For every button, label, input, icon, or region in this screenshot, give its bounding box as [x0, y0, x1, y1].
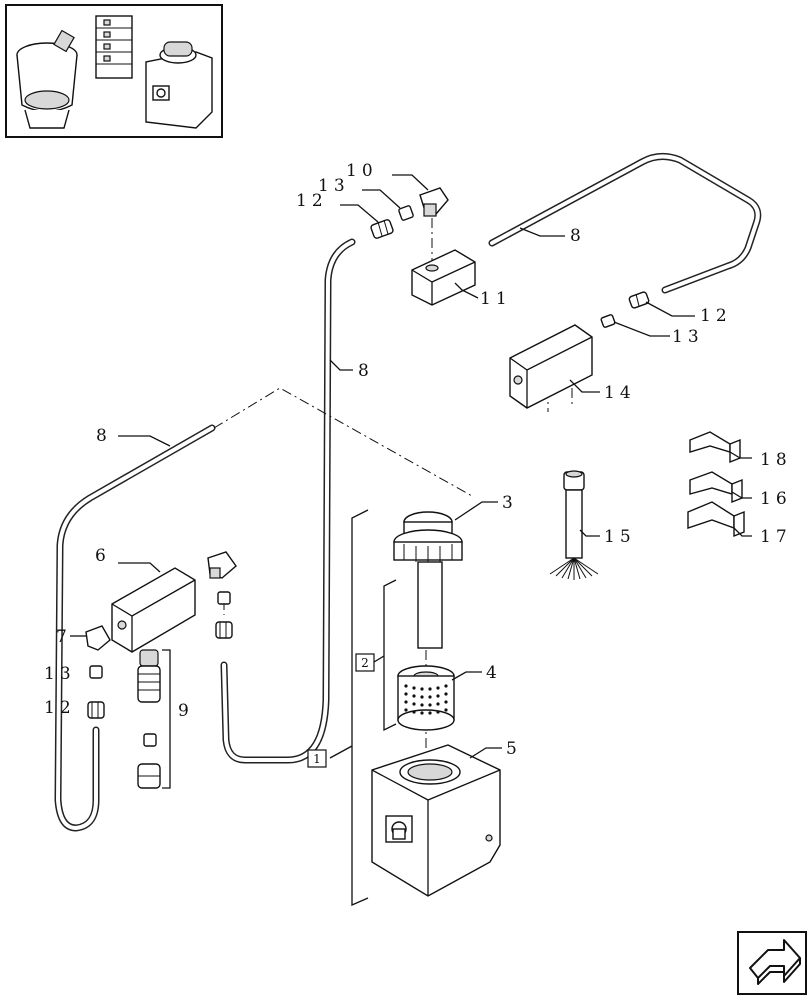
callout-8: 8	[96, 426, 112, 446]
callout-10: 10	[346, 161, 378, 181]
adapter-fitting-center[interactable]	[215, 591, 233, 639]
bracket-16[interactable]	[689, 471, 743, 504]
adapter-13-right[interactable]	[600, 314, 616, 328]
callout-14: 14	[604, 383, 636, 403]
callout-17: 17	[760, 527, 792, 547]
bracket-17[interactable]	[687, 501, 745, 538]
callout-3: 3	[502, 493, 518, 513]
tube-upper-right	[488, 153, 762, 294]
callout-8: 8	[570, 226, 586, 246]
callout-13: 13	[44, 664, 76, 684]
callout-12: 12	[296, 191, 328, 211]
svg-text:1: 1	[313, 752, 321, 766]
junction-block-11[interactable]	[411, 249, 476, 306]
adapter-13-top[interactable]	[398, 205, 414, 221]
nipple-12-top[interactable]	[370, 219, 394, 239]
grease-fitting-9[interactable]	[137, 649, 161, 789]
callout-11: 11	[480, 289, 512, 309]
callout-8: 8	[358, 361, 374, 381]
filter-element-4[interactable]	[397, 665, 455, 731]
filter-housing-5[interactable]	[371, 744, 501, 897]
elbow-fitting-6-top[interactable]	[207, 551, 237, 579]
adapter-13-left[interactable]	[89, 665, 103, 679]
bracket-18[interactable]	[689, 431, 741, 464]
group-box-2: 2	[355, 653, 375, 672]
dipstick-brush-15[interactable]	[549, 470, 599, 580]
callout-5: 5	[506, 739, 522, 759]
leader-lines	[70, 174, 752, 759]
callout-7: 7	[56, 627, 72, 647]
elbow-fitting-10[interactable]	[419, 187, 449, 217]
group-bracket-2	[373, 579, 397, 732]
distributor-block-6[interactable]	[111, 567, 196, 653]
callout-4: 4	[486, 663, 502, 683]
group-bracket-1	[329, 509, 369, 906]
nipple-12-left[interactable]	[87, 701, 105, 719]
assembly-overview-icon[interactable]	[5, 4, 223, 138]
callout-6: 6	[95, 546, 111, 566]
callout-9: 9	[178, 701, 194, 721]
nipple-12-right[interactable]	[628, 291, 650, 309]
callout-12: 12	[700, 306, 732, 326]
callout-13: 13	[672, 327, 704, 347]
callout-18: 18	[760, 450, 792, 470]
next-page-arrow-icon[interactable]	[737, 931, 807, 995]
tube-left	[54, 424, 216, 832]
group-box-1: 1	[307, 749, 327, 768]
callout-16: 16	[760, 489, 792, 509]
connection-line	[213, 387, 473, 497]
tube-center	[220, 238, 356, 764]
svg-text:2: 2	[361, 656, 369, 670]
callout-13: 13	[318, 176, 350, 196]
callout-12: 12	[44, 698, 76, 718]
elbow-fitting-7[interactable]	[85, 625, 111, 651]
callout-15: 15	[604, 527, 636, 547]
filler-cap-3[interactable]	[393, 511, 463, 649]
distributor-block-14[interactable]	[509, 324, 593, 409]
group-bracket-9	[162, 649, 171, 789]
